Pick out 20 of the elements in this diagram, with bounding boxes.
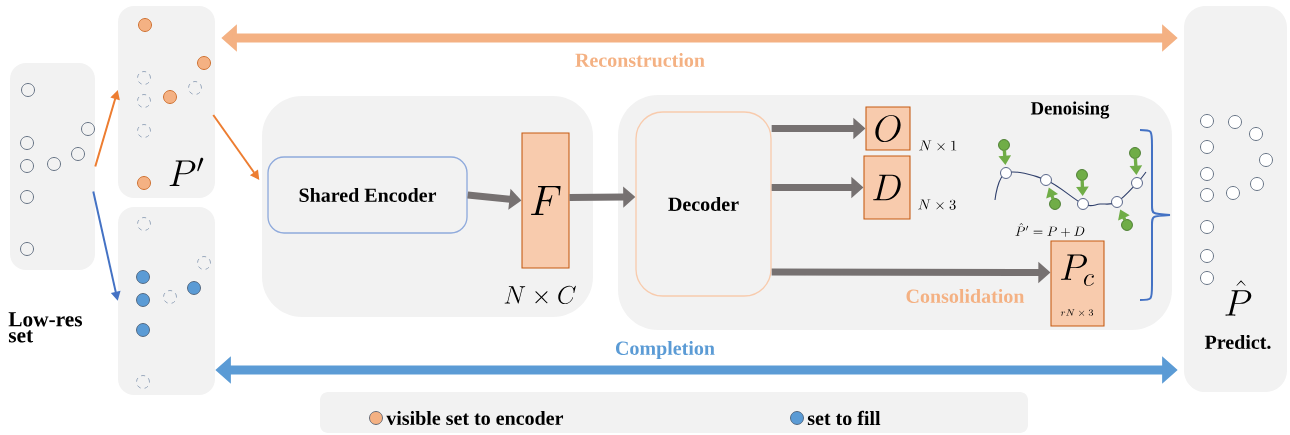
feature-box: $F$ (521, 132, 570, 269)
decoder-box: Decoder (635, 111, 772, 297)
size-label: $N \times 3$ (918, 199, 956, 210)
point-set-panel (118, 207, 215, 395)
point-set-panel (10, 63, 95, 270)
output-box: $O$ (865, 106, 911, 151)
legend-text: visible set to encoder (386, 410, 564, 425)
formula-label: $\hat{P}' = P + D$ (1015, 223, 1085, 237)
point-set-panel: $P'$ (118, 6, 215, 198)
edge-label: Reconstruction (573, 51, 707, 69)
panel-caption: Low-res set (8, 312, 82, 343)
prediction-panel: $\hat{P}$ Predict. (1184, 6, 1287, 392)
legend-text: set to fill (807, 410, 881, 426)
output-box: $P_c$ $rN \times 3$ (1050, 240, 1105, 327)
size-label: $N \times 1$ (919, 140, 957, 151)
output-box: $D$ (863, 155, 911, 220)
encoder-box: Shared Encoder (267, 156, 468, 234)
heading: Denoising (1030, 101, 1110, 119)
edge-label: Completion (613, 339, 717, 361)
arrow (212, 114, 260, 180)
